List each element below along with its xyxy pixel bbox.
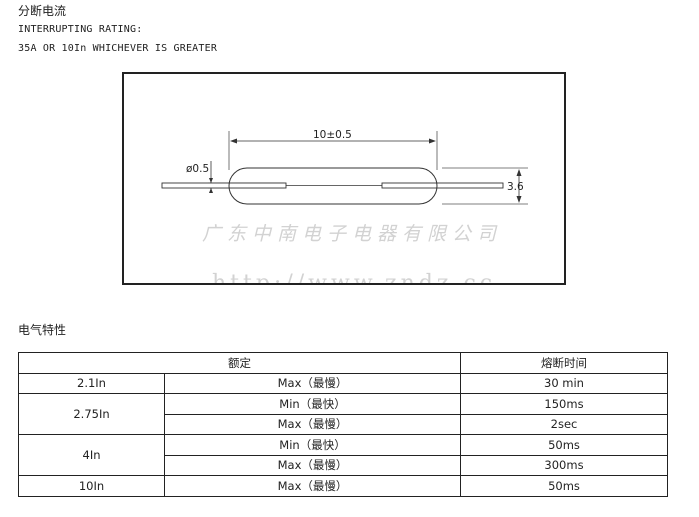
lead-right (381, 182, 504, 189)
length-arrow-right (429, 138, 436, 144)
table-row: 10In Max（最慢） 50ms (18, 475, 668, 497)
header-fuse-time: 熔断时间 (460, 352, 668, 374)
length-label: 10±0.5 (313, 129, 352, 141)
rating-cell: 10In (18, 475, 165, 497)
table-row: Max（最慢） 2sec (19, 413, 668, 435)
watermark-company: 广东中南电子电器有限公司 (202, 223, 502, 245)
watermark-url: http://www.zndz.cc (212, 271, 496, 283)
rating-cell: 4In (18, 434, 165, 476)
table-row: 2.75In Min（最快） 150ms (18, 393, 668, 435)
lead-left (161, 182, 287, 189)
time-cell: 50ms (460, 434, 668, 456)
time-cell: 150ms (460, 393, 668, 415)
fuse-drawing: 广东中南电子电器有限公司 http://www.zndz.cc 10±0.5 ø… (161, 129, 528, 296)
rating-cell: 2.75In (18, 393, 165, 435)
dia-arrow-top (516, 169, 522, 176)
condition-cell: Max（最慢） (164, 475, 461, 497)
electrical-spec-table: 额定 熔断时间 2.1In Max（最慢） 30 min 2.75In Min（… (18, 352, 668, 497)
condition-cell: Max（最慢） (164, 413, 461, 435)
length-arrow-left (230, 138, 237, 144)
interrupting-rating-value: 35A OR 10In WHICHEVER IS GREATER (18, 43, 218, 54)
condition-cell: Min（最快） (164, 393, 461, 415)
time-cell: 30 min (460, 372, 668, 394)
fuse-body (228, 167, 438, 205)
interrupting-rating-label: INTERRUPTING RATING: (18, 24, 143, 35)
header-rating: 额定 (18, 352, 461, 374)
rating-cell: 2.1In (18, 372, 165, 394)
condition-cell: Max（最慢） (164, 372, 461, 394)
wire-arrow-bottom (209, 188, 213, 193)
condition-cell: Max（最慢） (164, 454, 461, 476)
diameter-label: 3.6 (507, 181, 524, 193)
wire-arrow-top (209, 178, 213, 183)
table-row: 2.1In Max（最慢） 30 min (18, 372, 668, 394)
table-header-row: 额定 熔断时间 (18, 352, 668, 374)
time-cell: 300ms (460, 454, 668, 476)
table-row: 4In Min（最快） 50ms (18, 434, 668, 476)
dia-arrow-bottom (516, 196, 522, 203)
electrical-heading: 电气特性 (18, 323, 67, 337)
interrupting-heading: 分断电流 (18, 4, 67, 18)
time-cell: 2sec (460, 413, 668, 435)
fuse-dimension-diagram: 广东中南电子电器有限公司 http://www.zndz.cc 10±0.5 ø… (122, 72, 566, 296)
time-cell: 50ms (460, 475, 668, 497)
condition-cell: Min（最快） (164, 434, 461, 456)
wire-diameter-label: ø0.5 (186, 163, 209, 175)
